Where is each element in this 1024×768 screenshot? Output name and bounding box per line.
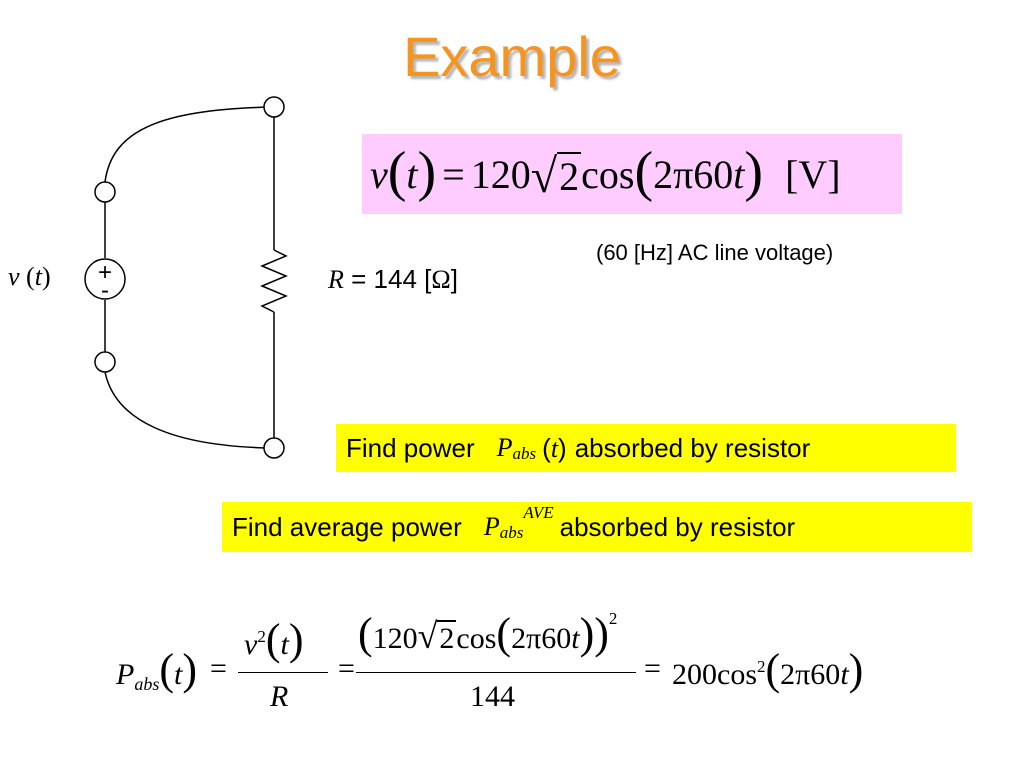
terminal-left-upper <box>94 181 116 203</box>
wire-bottom <box>104 371 271 449</box>
wire-top <box>104 106 271 183</box>
voltage-source <box>84 258 126 300</box>
resistor-label: R = 144 [Ω] <box>328 264 458 294</box>
source-plus: + <box>98 259 112 286</box>
source-minus: - <box>101 277 109 304</box>
terminal-left-lower <box>94 351 116 373</box>
resistor-zigzag <box>260 249 288 313</box>
source-voltage-label: v (t) <box>8 262 51 291</box>
power-solution-equation: Pabs(t) = v2(t) R = (120√2cos(2π60t))2 1… <box>116 609 864 713</box>
slide-title: Example <box>403 25 621 88</box>
frequency-note: (60 [Hz] AC line voltage) <box>596 240 834 265</box>
terminal-bottom-right <box>263 437 285 459</box>
terminal-top-right <box>263 96 285 118</box>
